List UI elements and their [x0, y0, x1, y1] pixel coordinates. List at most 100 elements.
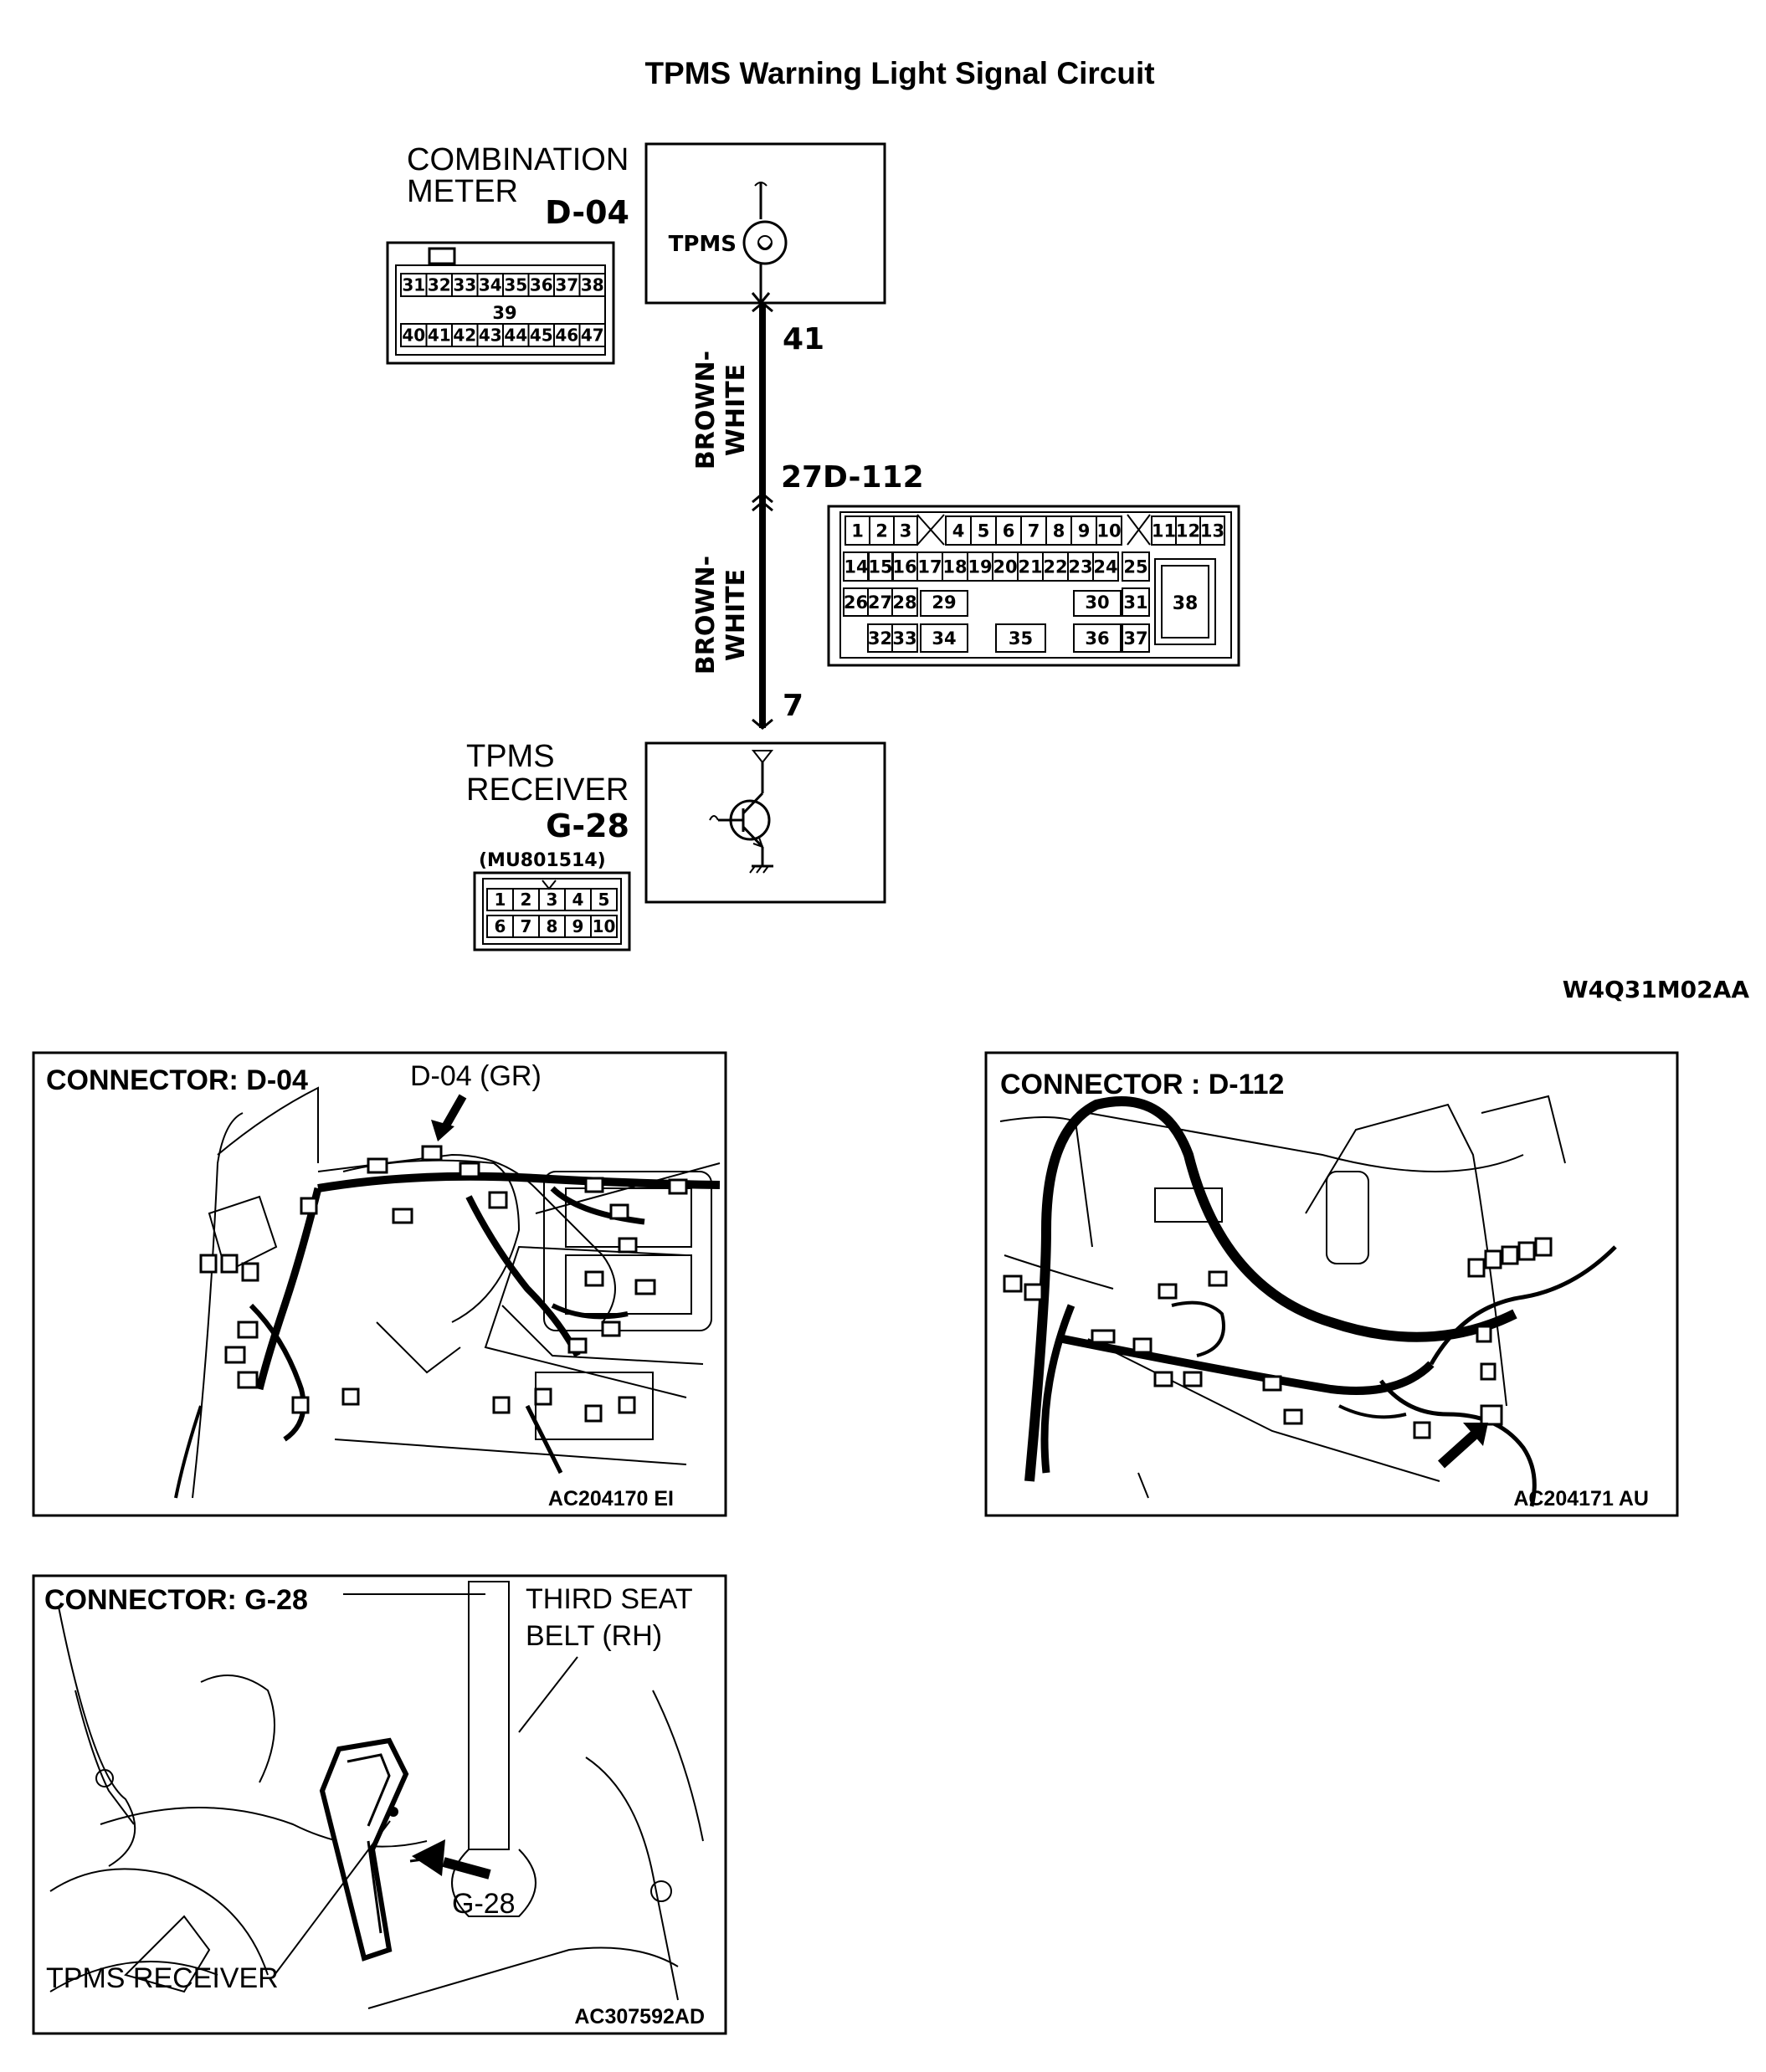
connector-pin: 45: [530, 326, 553, 346]
connector-pin: 3: [900, 521, 912, 541]
panel-code: AC307592AD: [574, 2005, 705, 2028]
connector-pin: 8: [1053, 521, 1065, 541]
glovebox-area-illustration: [999, 1095, 1566, 1499]
connector-pin: 47: [581, 326, 604, 346]
connector-pin: 18: [942, 557, 967, 577]
connector-pin: 24: [1093, 557, 1117, 577]
location-panel-d04: CONNECTOR: D-04 D-04 (GR): [32, 1051, 727, 1517]
harness-illustration: [1003, 1096, 1617, 1507]
connector-pin: 9: [1078, 521, 1091, 541]
meter-name-line1: COMBINATION: [407, 142, 629, 177]
harness-illustration: [174, 1145, 721, 1499]
connector-cavity: [1199, 515, 1225, 546]
connector-pin: 3: [547, 890, 558, 910]
connector-pin: 9: [572, 916, 584, 936]
callout-receiver: TPMS RECEIVER: [46, 1962, 279, 1994]
connector-pin: 39: [492, 303, 516, 323]
lamp-label: TPMS: [669, 232, 737, 257]
connector-pin: 46: [555, 326, 578, 346]
connector-pin: 13: [1200, 521, 1224, 541]
receiver-name-line1: TPMS: [466, 739, 555, 774]
connector-pin: 10: [593, 916, 616, 936]
connector-cavity: [590, 915, 618, 938]
connector-pin: 37: [1123, 628, 1147, 649]
callout-seat-belt-line2: BELT (RH): [526, 1620, 662, 1652]
page-title: TPMS Warning Light Signal Circuit: [644, 56, 1154, 90]
connector-pin: 44: [504, 326, 527, 346]
connector-pin: 15: [868, 557, 892, 577]
connector-pin: 34: [932, 628, 956, 649]
pin-number-receiver: 7: [783, 689, 803, 723]
connector-pin: 19: [968, 557, 992, 577]
panel-code: AC204171 AU: [1513, 1487, 1649, 1510]
connector-pin: 37: [555, 275, 578, 295]
connector-pin: 30: [1085, 592, 1109, 613]
receiver-part-number: (MU801514): [479, 850, 606, 871]
connector-pin: 35: [504, 275, 527, 295]
tpms-receiver-bracket-illustration: [319, 1737, 436, 1962]
callout-label: D-04 (GR): [410, 1060, 542, 1092]
receiver-connector-id: G-28: [546, 808, 629, 844]
junction-connector-id: D-112: [823, 460, 924, 495]
wire-color-label: BROWN-: [691, 556, 721, 674]
connector-pin: 36: [530, 275, 553, 295]
connector-pin: 20: [993, 557, 1017, 577]
connector-pin: 22: [1043, 557, 1067, 577]
callout-seat-belt-line1: THIRD SEAT: [526, 1583, 693, 1615]
connector-pin: 5: [598, 890, 610, 910]
connector-pin: 32: [868, 628, 892, 649]
panel-title: CONNECTOR: D-04: [46, 1064, 308, 1096]
connector-pin: 25: [1123, 557, 1147, 577]
connector-pin: 40: [402, 326, 425, 346]
connector-pin: 17: [917, 557, 942, 577]
meter-connector-id: D-04: [545, 194, 629, 231]
callout-connector: G-28: [452, 1888, 516, 1920]
wire-color-label: BROWN-: [691, 351, 721, 469]
connector-cavity: [578, 323, 606, 347]
connector-pin: 10: [1096, 521, 1121, 541]
connector-pin: 4: [572, 890, 584, 910]
wire-color-label: WHITE: [721, 569, 751, 661]
connector-pin: 35: [1009, 628, 1033, 649]
connector-cavity: [1096, 515, 1122, 546]
panel-title: CONNECTOR : D-112: [1000, 1069, 1284, 1100]
connector-pin: 33: [892, 628, 916, 649]
connector-pin: 12: [1176, 521, 1200, 541]
connector-pin: 41: [428, 326, 451, 346]
connector-pin: 33: [453, 275, 476, 295]
connector-pin: 1: [851, 521, 864, 541]
connector-pin: 16: [892, 557, 916, 577]
connector-pin: 7: [521, 916, 532, 936]
connector-pin: 6: [1003, 521, 1015, 541]
location-panel-g28: CONNECTOR: G-28 THIRD SEAT BELT (RH): [32, 1574, 727, 2035]
connector-pin: 2: [521, 890, 532, 910]
wire-color-label: WHITE: [721, 364, 751, 456]
connector-pin: 43: [479, 326, 502, 346]
connector-pin: 2: [875, 521, 888, 541]
connector-pin: 21: [1018, 557, 1042, 577]
connector-pin: 4: [952, 521, 965, 541]
connector-pin: 29: [932, 592, 956, 613]
tpms-receiver-box: [644, 741, 886, 904]
connector-pin: 28: [892, 592, 916, 613]
signal-wire: [752, 301, 773, 730]
connector-pin: 36: [1085, 628, 1109, 649]
rear-cargo-illustration: [49, 1581, 704, 2009]
connector-pin: 26: [844, 592, 868, 613]
connector-pin: 1: [495, 890, 506, 910]
pin-number-junction: 27: [781, 460, 823, 495]
connector-pin: 23: [1068, 557, 1092, 577]
connector-cavity: [1122, 551, 1150, 582]
connector-cavity: [590, 888, 618, 911]
connector-pin: 11: [1152, 521, 1176, 541]
connector-pin: 6: [495, 916, 506, 936]
connector-pin: 38: [581, 275, 604, 295]
connector-pin: 5: [978, 521, 990, 541]
connector-pin: 42: [453, 326, 476, 346]
connector-pin: 8: [547, 916, 558, 936]
connector-cavity: [893, 515, 918, 546]
connector-pin: 34: [479, 275, 502, 295]
arrow-icon: [1437, 1430, 1479, 1469]
